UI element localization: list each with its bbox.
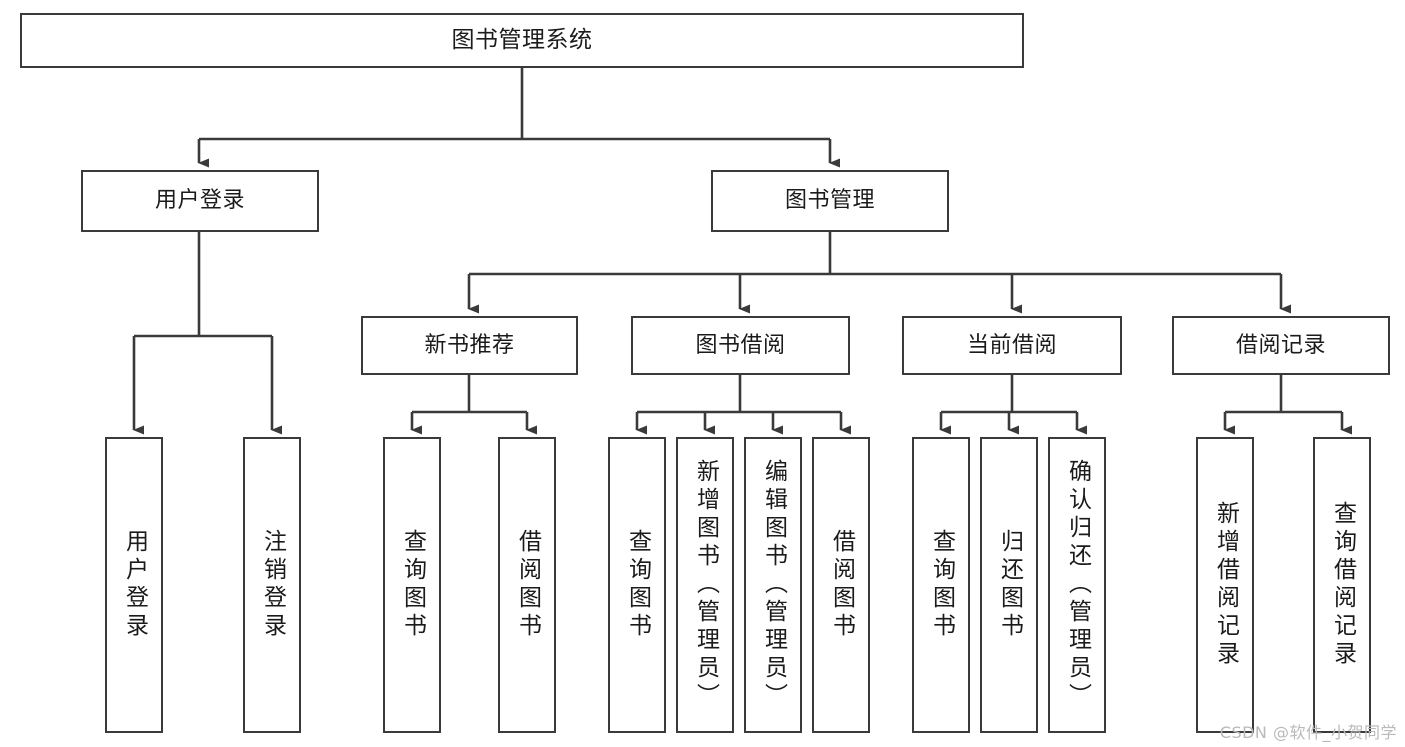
node-label: 查询图书 xyxy=(624,529,651,641)
node-current-borrow[interactable]: 当前借阅 xyxy=(902,316,1122,375)
node-label: 借阅图书 xyxy=(514,529,541,641)
node-label: 新增图书（管理员） xyxy=(692,459,719,711)
leaf-user-login-login[interactable]: 用户登录 xyxy=(105,437,163,733)
leaf-current-borrow-confirm-return[interactable]: 确认归还（管理员） xyxy=(1048,437,1106,733)
node-user-login[interactable]: 用户登录 xyxy=(81,170,319,232)
node-label: 查询图书 xyxy=(399,529,426,641)
node-label: 图书借阅 xyxy=(695,332,786,358)
node-label: 新书推荐 xyxy=(424,332,515,358)
leaf-book-borrow-add[interactable]: 新增图书（管理员） xyxy=(676,437,734,733)
node-label: 图书管理系统 xyxy=(451,26,593,53)
leaf-book-borrow-query[interactable]: 查询图书 xyxy=(608,437,666,733)
leaf-current-borrow-query[interactable]: 查询图书 xyxy=(912,437,970,733)
node-label: 用户登录 xyxy=(121,529,148,641)
node-label: 图书管理 xyxy=(784,188,875,214)
node-book-borrow[interactable]: 图书借阅 xyxy=(631,316,850,375)
node-book-management-system[interactable]: 图书管理系统 xyxy=(20,13,1024,68)
node-new-book-recommend[interactable]: 新书推荐 xyxy=(361,316,578,375)
leaf-new-book-query[interactable]: 查询图书 xyxy=(383,437,441,733)
node-label: 编辑图书（管理员） xyxy=(760,459,787,711)
leaf-user-login-logout[interactable]: 注销登录 xyxy=(243,437,301,733)
node-label: 查询图书 xyxy=(928,529,955,641)
leaf-book-borrow-edit[interactable]: 编辑图书（管理员） xyxy=(744,437,802,733)
node-label: 借阅图书 xyxy=(828,529,855,641)
leaf-book-borrow-borrow[interactable]: 借阅图书 xyxy=(812,437,870,733)
leaf-borrow-record-add[interactable]: 新增借阅记录 xyxy=(1196,437,1254,733)
node-label: 注销登录 xyxy=(259,529,286,641)
leaf-new-book-borrow[interactable]: 借阅图书 xyxy=(498,437,556,733)
node-label: 确认归还（管理员） xyxy=(1064,459,1091,711)
node-label: 借阅记录 xyxy=(1235,332,1326,358)
node-label: 归还图书 xyxy=(996,529,1023,641)
leaf-borrow-record-query[interactable]: 查询借阅记录 xyxy=(1313,437,1371,733)
leaf-current-borrow-return[interactable]: 归还图书 xyxy=(980,437,1038,733)
node-label: 查询借阅记录 xyxy=(1329,501,1356,669)
node-label: 用户登录 xyxy=(154,188,245,214)
node-borrow-record[interactable]: 借阅记录 xyxy=(1172,316,1390,375)
node-label: 新增借阅记录 xyxy=(1212,501,1239,669)
node-label: 当前借阅 xyxy=(966,332,1057,358)
csdn-watermark: CSDN @软件_小贺同学 xyxy=(1219,723,1397,742)
node-book-management[interactable]: 图书管理 xyxy=(711,170,949,232)
